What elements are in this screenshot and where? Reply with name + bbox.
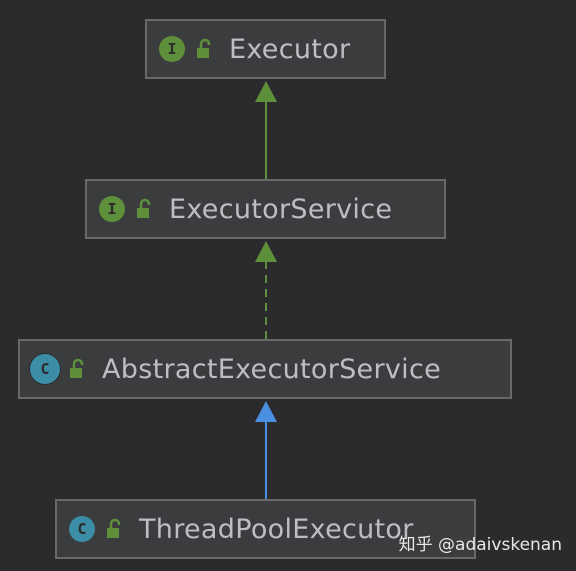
unlocked-icon	[137, 198, 151, 218]
unlocked-icon	[197, 38, 211, 58]
node-label: ThreadPoolExecutor	[139, 513, 414, 545]
abstract-class-icon: C	[32, 356, 58, 382]
node-abstract-executor-service[interactable]: C AbstractExecutorService	[18, 339, 512, 399]
arrowhead-executor-service	[255, 241, 277, 262]
node-label: ExecutorService	[169, 193, 393, 225]
node-label: AbstractExecutorService	[102, 353, 442, 385]
unlocked-icon	[107, 518, 121, 538]
arrowhead-executor	[255, 81, 277, 102]
class-icon: C	[69, 516, 95, 542]
arrowhead-abstract	[255, 401, 277, 422]
unlocked-icon	[70, 358, 84, 378]
interface-icon: I	[99, 196, 125, 222]
node-thread-pool-executor[interactable]: C ThreadPoolExecutor	[55, 499, 476, 559]
watermark: 知乎 @adaivskenan	[398, 535, 562, 555]
interface-icon: I	[159, 36, 185, 62]
node-executor-service[interactable]: I ExecutorService	[85, 179, 446, 239]
node-label: Executor	[229, 33, 351, 65]
node-executor[interactable]: I Executor	[145, 19, 386, 79]
